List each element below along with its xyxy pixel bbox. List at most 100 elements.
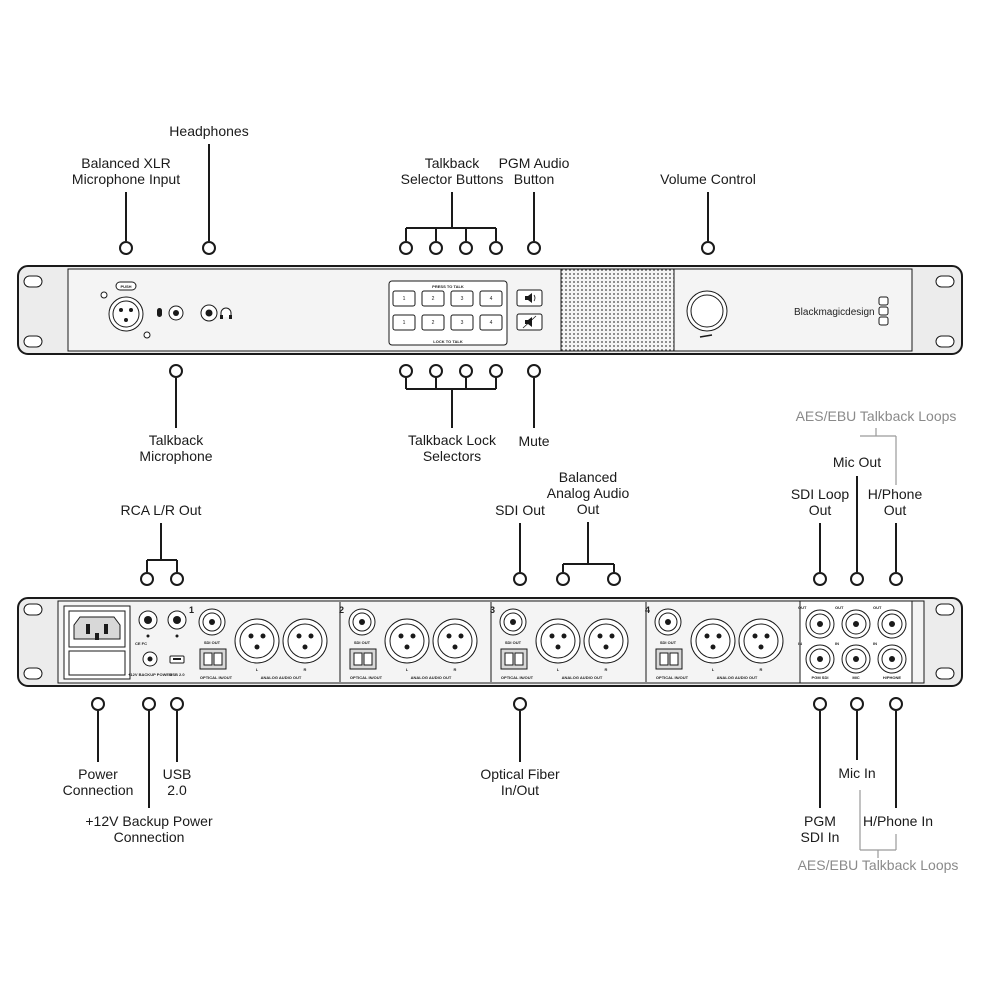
talk-button-3-label: 3: [461, 296, 464, 302]
press-to-talk-label: PRESS TO TALK: [432, 284, 464, 289]
xlr-label-line2: Microphone Input: [72, 171, 180, 187]
r-tag: R: [454, 667, 457, 672]
power-marker: [91, 697, 105, 711]
lock-button-3-label: 3: [461, 320, 464, 326]
mic-bnc-label: MIC: [852, 675, 859, 680]
usb-port-icon: [169, 655, 185, 664]
mute-marker: [527, 364, 541, 378]
l-tag: L: [406, 667, 409, 672]
lock-button-2[interactable]: 2: [421, 314, 445, 331]
lock-button-4[interactable]: 4: [479, 314, 503, 331]
hphone-out-label-line2: Out: [884, 502, 907, 518]
front-callouts: Headphones Balanced XLR Microphone Input…: [72, 123, 756, 464]
push-label: PUSH: [120, 284, 131, 289]
rack-slot-icon: [935, 603, 955, 616]
bal-label-line3: Out: [577, 501, 600, 517]
talk-button-3[interactable]: 3: [450, 290, 474, 307]
talkback-selector-marker: [399, 241, 413, 255]
mute-button[interactable]: [516, 313, 543, 331]
rca-r-out-icon: [167, 610, 187, 638]
volume-marker: [701, 241, 715, 255]
mic-in-label: Mic In: [838, 765, 875, 781]
tb-mic-label-line1: Talkback: [149, 432, 204, 448]
tb-lock-leader: [405, 378, 497, 428]
talk-button-4[interactable]: 4: [479, 290, 503, 307]
mic-in-tag: IN: [835, 641, 839, 646]
rack-slot-icon: [23, 603, 43, 616]
optical-tag: OPTICAL IN/OUT: [350, 675, 383, 680]
power-label-line1: Power: [78, 766, 118, 782]
tb-lock-marker: [399, 364, 413, 378]
rca-marker: [140, 572, 154, 586]
usb-label-line1: USB: [163, 766, 192, 782]
lock-button-1[interactable]: 1: [392, 314, 416, 331]
xlr-out-l-icon: [384, 618, 430, 664]
rack-slot-icon: [23, 667, 43, 680]
xlr-label-line1: Balanced XLR: [81, 155, 171, 171]
rack-slot-icon: [935, 335, 955, 348]
tb-lock-marker: [489, 364, 503, 378]
pgm-sdi-in-tag: IN: [798, 641, 802, 646]
ce-fcc-mark: CE FC: [135, 641, 147, 646]
pgm-sdi-label-line2: SDI In: [801, 829, 840, 845]
r-tag: R: [760, 667, 763, 672]
pgm-label-line1: PGM Audio: [499, 155, 570, 171]
talkback-buttons-block: PRESS TO TALK LOCK TO TALK 1 2 3 4 1 2 3…: [388, 280, 508, 346]
rack-slot-icon: [935, 667, 955, 680]
talk-button-2-label: 2: [432, 296, 435, 302]
headphone-jack-icon: [200, 304, 232, 322]
xlr-out-r-icon: [432, 618, 478, 664]
tb-lock-label-line2: Selectors: [423, 448, 481, 464]
talk-button-1[interactable]: 1: [392, 290, 416, 307]
power-label-line2: Connection: [63, 782, 134, 798]
usb-label: USB 2.0: [169, 672, 185, 677]
rear-callouts: AES/EBU Talkback Loops Mic Out SDI Loop …: [63, 408, 959, 873]
lock-button-3[interactable]: 3: [450, 314, 474, 331]
l-tag: L: [256, 667, 259, 672]
backup-power-jack-icon: [142, 651, 158, 667]
hphone-in-tag: IN: [873, 641, 877, 646]
headphones-label: Headphones: [169, 123, 248, 139]
aes-top-label: AES/EBU Talkback Loops: [796, 408, 957, 424]
rca-marker: [170, 572, 184, 586]
rack-slot-icon: [23, 335, 43, 348]
pgm-label-line2: Button: [514, 171, 554, 187]
backup-marker: [142, 697, 156, 711]
rack-slot-icon: [935, 275, 955, 288]
hphone-in-label: H/Phone In: [863, 813, 933, 829]
tb-mic-marker: [169, 364, 183, 378]
mic-out-bnc-icon: [841, 609, 871, 639]
talk-button-2[interactable]: 2: [421, 290, 445, 307]
bal-marker: [556, 572, 570, 586]
lock-button-2-label: 2: [432, 320, 435, 326]
volume-knob[interactable]: [686, 290, 728, 338]
xlr-out-l-icon: [535, 618, 581, 664]
talkback-selector-marker: [429, 241, 443, 255]
sdi-loop-out-bnc-icon: [805, 609, 835, 639]
r-tag: R: [605, 667, 608, 672]
sdi-loop-label-line1: SDI Loop: [791, 486, 850, 502]
backup-label-line2: Connection: [114, 829, 185, 845]
channel-number: 2: [339, 605, 344, 615]
tb-mic-label-line2: Microphone: [139, 448, 212, 464]
l-tag: L: [557, 667, 560, 672]
hphone-in-bnc-icon: [877, 644, 907, 674]
pgm-sdi-label-line1: PGM: [804, 813, 836, 829]
l-tag: L: [712, 667, 715, 672]
brand-logo-icon: [878, 296, 889, 326]
pgm-sdi-marker: [813, 697, 827, 711]
sdi-out-marker: [513, 572, 527, 586]
pgm-audio-button[interactable]: [516, 289, 543, 307]
r-tag: R: [304, 667, 307, 672]
talkback-selector-leader: [405, 192, 497, 241]
speaker-icon: [525, 293, 532, 303]
talk-button-1-label: 1: [403, 296, 406, 302]
backup-label-line1: +12V Backup Power: [85, 813, 213, 829]
talk-button-4-label: 4: [490, 296, 493, 302]
pgm-marker: [527, 241, 541, 255]
